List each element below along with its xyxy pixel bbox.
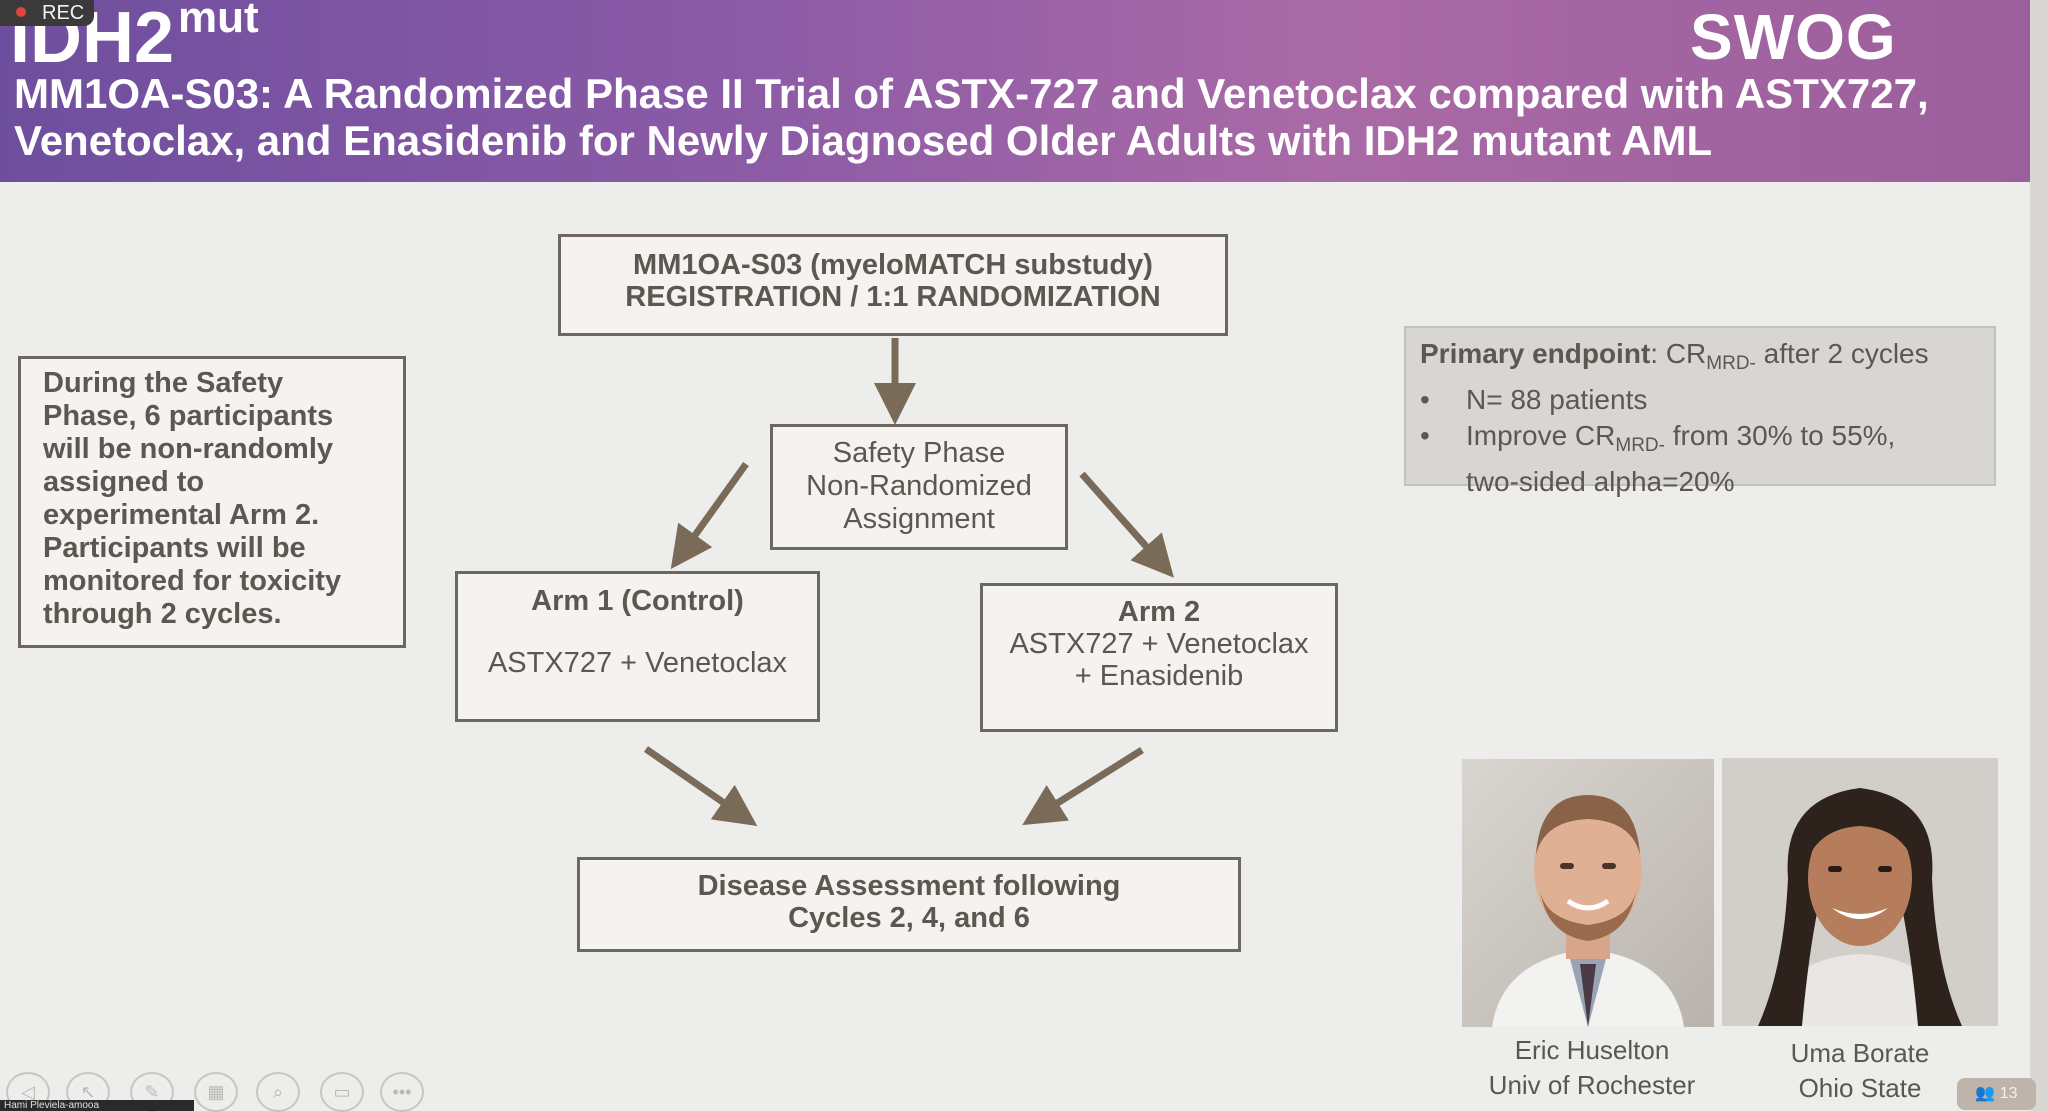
safety-note-box: During the Safety Phase, 6 participants … [18, 356, 406, 648]
safety-note-line: Participants will be [43, 532, 306, 564]
endpoint-list: • N= 88 patients • Improve CRMRD- from 30%… [1420, 382, 1994, 500]
safety-phase-line3: Assignment [843, 503, 995, 535]
participant-count: 13 [1999, 1085, 2018, 1102]
speaker-name-bar: Hami Pleviela-amooa [0, 1100, 194, 1111]
improve-prefix: Improve CR [1466, 420, 1616, 451]
arm2-regimen-line2: + Enasidenib [1074, 660, 1244, 692]
arm2-box: Arm 2 ASTX727 + Venetoclax + Enasidenib [980, 583, 1338, 732]
speaker-name: Uma Borate [1790, 1038, 1930, 1068]
assessment-box: Disease Assessment following Cycles 2, 4… [577, 857, 1241, 952]
endpoint-alpha: two-sided alpha=20% [1466, 466, 1735, 497]
participants-icon: 👥 [1975, 1085, 1996, 1102]
bullet: • [1420, 384, 1430, 415]
primary-endpoint-box: Primary endpoint: CRMRD- after 2 cycles … [1404, 326, 1996, 497]
assessment-line2: Cycles 2, 4, and 6 [788, 902, 1030, 934]
arrow-to-arm2 [1079, 471, 1174, 578]
speaker-affiliation: Univ of Rochester [1488, 1070, 1696, 1100]
safety-note-line: will be non-randomly [43, 433, 334, 465]
safety-note-line: experimental Arm 2. [43, 499, 320, 531]
speaker-affiliation: Ohio State [1798, 1073, 1922, 1103]
gene-superscript: mut [178, 0, 259, 42]
registration-box: MM1OA-S03 (myeloMATCH substudy) REGISTRA… [558, 234, 1228, 336]
recording-indicator: REC [0, 0, 94, 26]
participants-button[interactable]: 👥 13 [1957, 1078, 2036, 1110]
slide-header: IDH2mut SWOG MM1OA-S03: A Randomized Pha… [0, 0, 2030, 182]
endpoint-label: Primary endpoint [1420, 338, 1651, 369]
improve-mrd: MRD- [1615, 435, 1665, 456]
recording-label: REC [42, 2, 85, 24]
portrait-woman-image [1722, 758, 1998, 1026]
endpoint-item-n: • N= 88 patients [1420, 382, 1994, 418]
more-options-icon[interactable]: ••• [380, 1072, 424, 1112]
registration-line1: MM1OA-S03 (myeloMATCH substudy) [633, 249, 1153, 281]
speaker-photo-uma [1722, 758, 1998, 1026]
arrow-arm2-to-assessment [1022, 747, 1144, 826]
arm2-title: Arm 2 [1117, 596, 1201, 628]
swog-logo: SWOG [1690, 1, 1897, 73]
arm1-regimen: ASTX727 + Venetoclax [487, 647, 788, 679]
slide-title: MM1OA-S03: A Randomized Phase II Trial o… [14, 70, 2014, 164]
safety-phase-line2: Non-Randomized [806, 470, 1032, 502]
speaker-photo-eric [1462, 759, 1714, 1027]
speaker-caption-uma: Uma Borate Ohio State [1730, 1036, 1990, 1106]
arm1-box: Arm 1 (Control) ASTX727 + Venetoclax [455, 571, 820, 722]
zoom-icon[interactable]: ⌕ [256, 1072, 300, 1112]
safety-phase-box: Safety Phase Non-Randomized Assignment [770, 424, 1068, 550]
speaker-name: Eric Huselton [1514, 1035, 1670, 1065]
speaker-caption-eric: Eric Huselton Univ of Rochester [1462, 1033, 1722, 1103]
safety-note-line: During the Safety [43, 367, 284, 399]
improve-suffix: from 30% to 55%, [1664, 420, 1896, 451]
safety-note-line: monitored for toxicity [43, 565, 342, 597]
arrow-to-arm1 [670, 461, 749, 570]
portrait-man-image [1462, 759, 1714, 1027]
endpoint-after: after 2 cycles [1755, 338, 1929, 369]
endpoint-heading: Primary endpoint: CRMRD- after 2 cycles [1420, 336, 1994, 382]
slide-title-line1: MM1OA-S03: A Randomized Phase II Trial o… [14, 70, 1929, 117]
record-dot-icon [16, 7, 26, 17]
camera-icon[interactable]: ▭ [320, 1072, 364, 1112]
arm2-regimen-line1: ASTX727 + Venetoclax [1009, 628, 1309, 660]
safety-note-line: Phase, 6 participants [43, 400, 334, 432]
slides-grid-icon[interactable]: ▦ [194, 1072, 238, 1112]
endpoint-mrd: MRD- [1706, 353, 1756, 374]
registration-line2: REGISTRATION / 1:1 RANDOMIZATION [625, 281, 1161, 313]
arrow-arm1-to-assessment [644, 746, 758, 826]
endpoint-n: N= 88 patients [1466, 384, 1648, 415]
arm1-title: Arm 1 (Control) [531, 585, 744, 617]
slide-title-line2: Venetoclax, and Enasidenib for Newly Dia… [14, 117, 1713, 164]
endpoint-item-improve: • Improve CRMRD- from 30% to 55%, two-side… [1420, 418, 1994, 500]
assessment-line1: Disease Assessment following [697, 870, 1121, 902]
safety-phase-line1: Safety Phase [832, 437, 1006, 469]
safety-note-line: assigned to [43, 466, 205, 498]
endpoint-cr: : CR [1650, 338, 1707, 369]
bullet: • [1420, 420, 1430, 451]
safety-note-line: through 2 cycles. [43, 598, 282, 630]
